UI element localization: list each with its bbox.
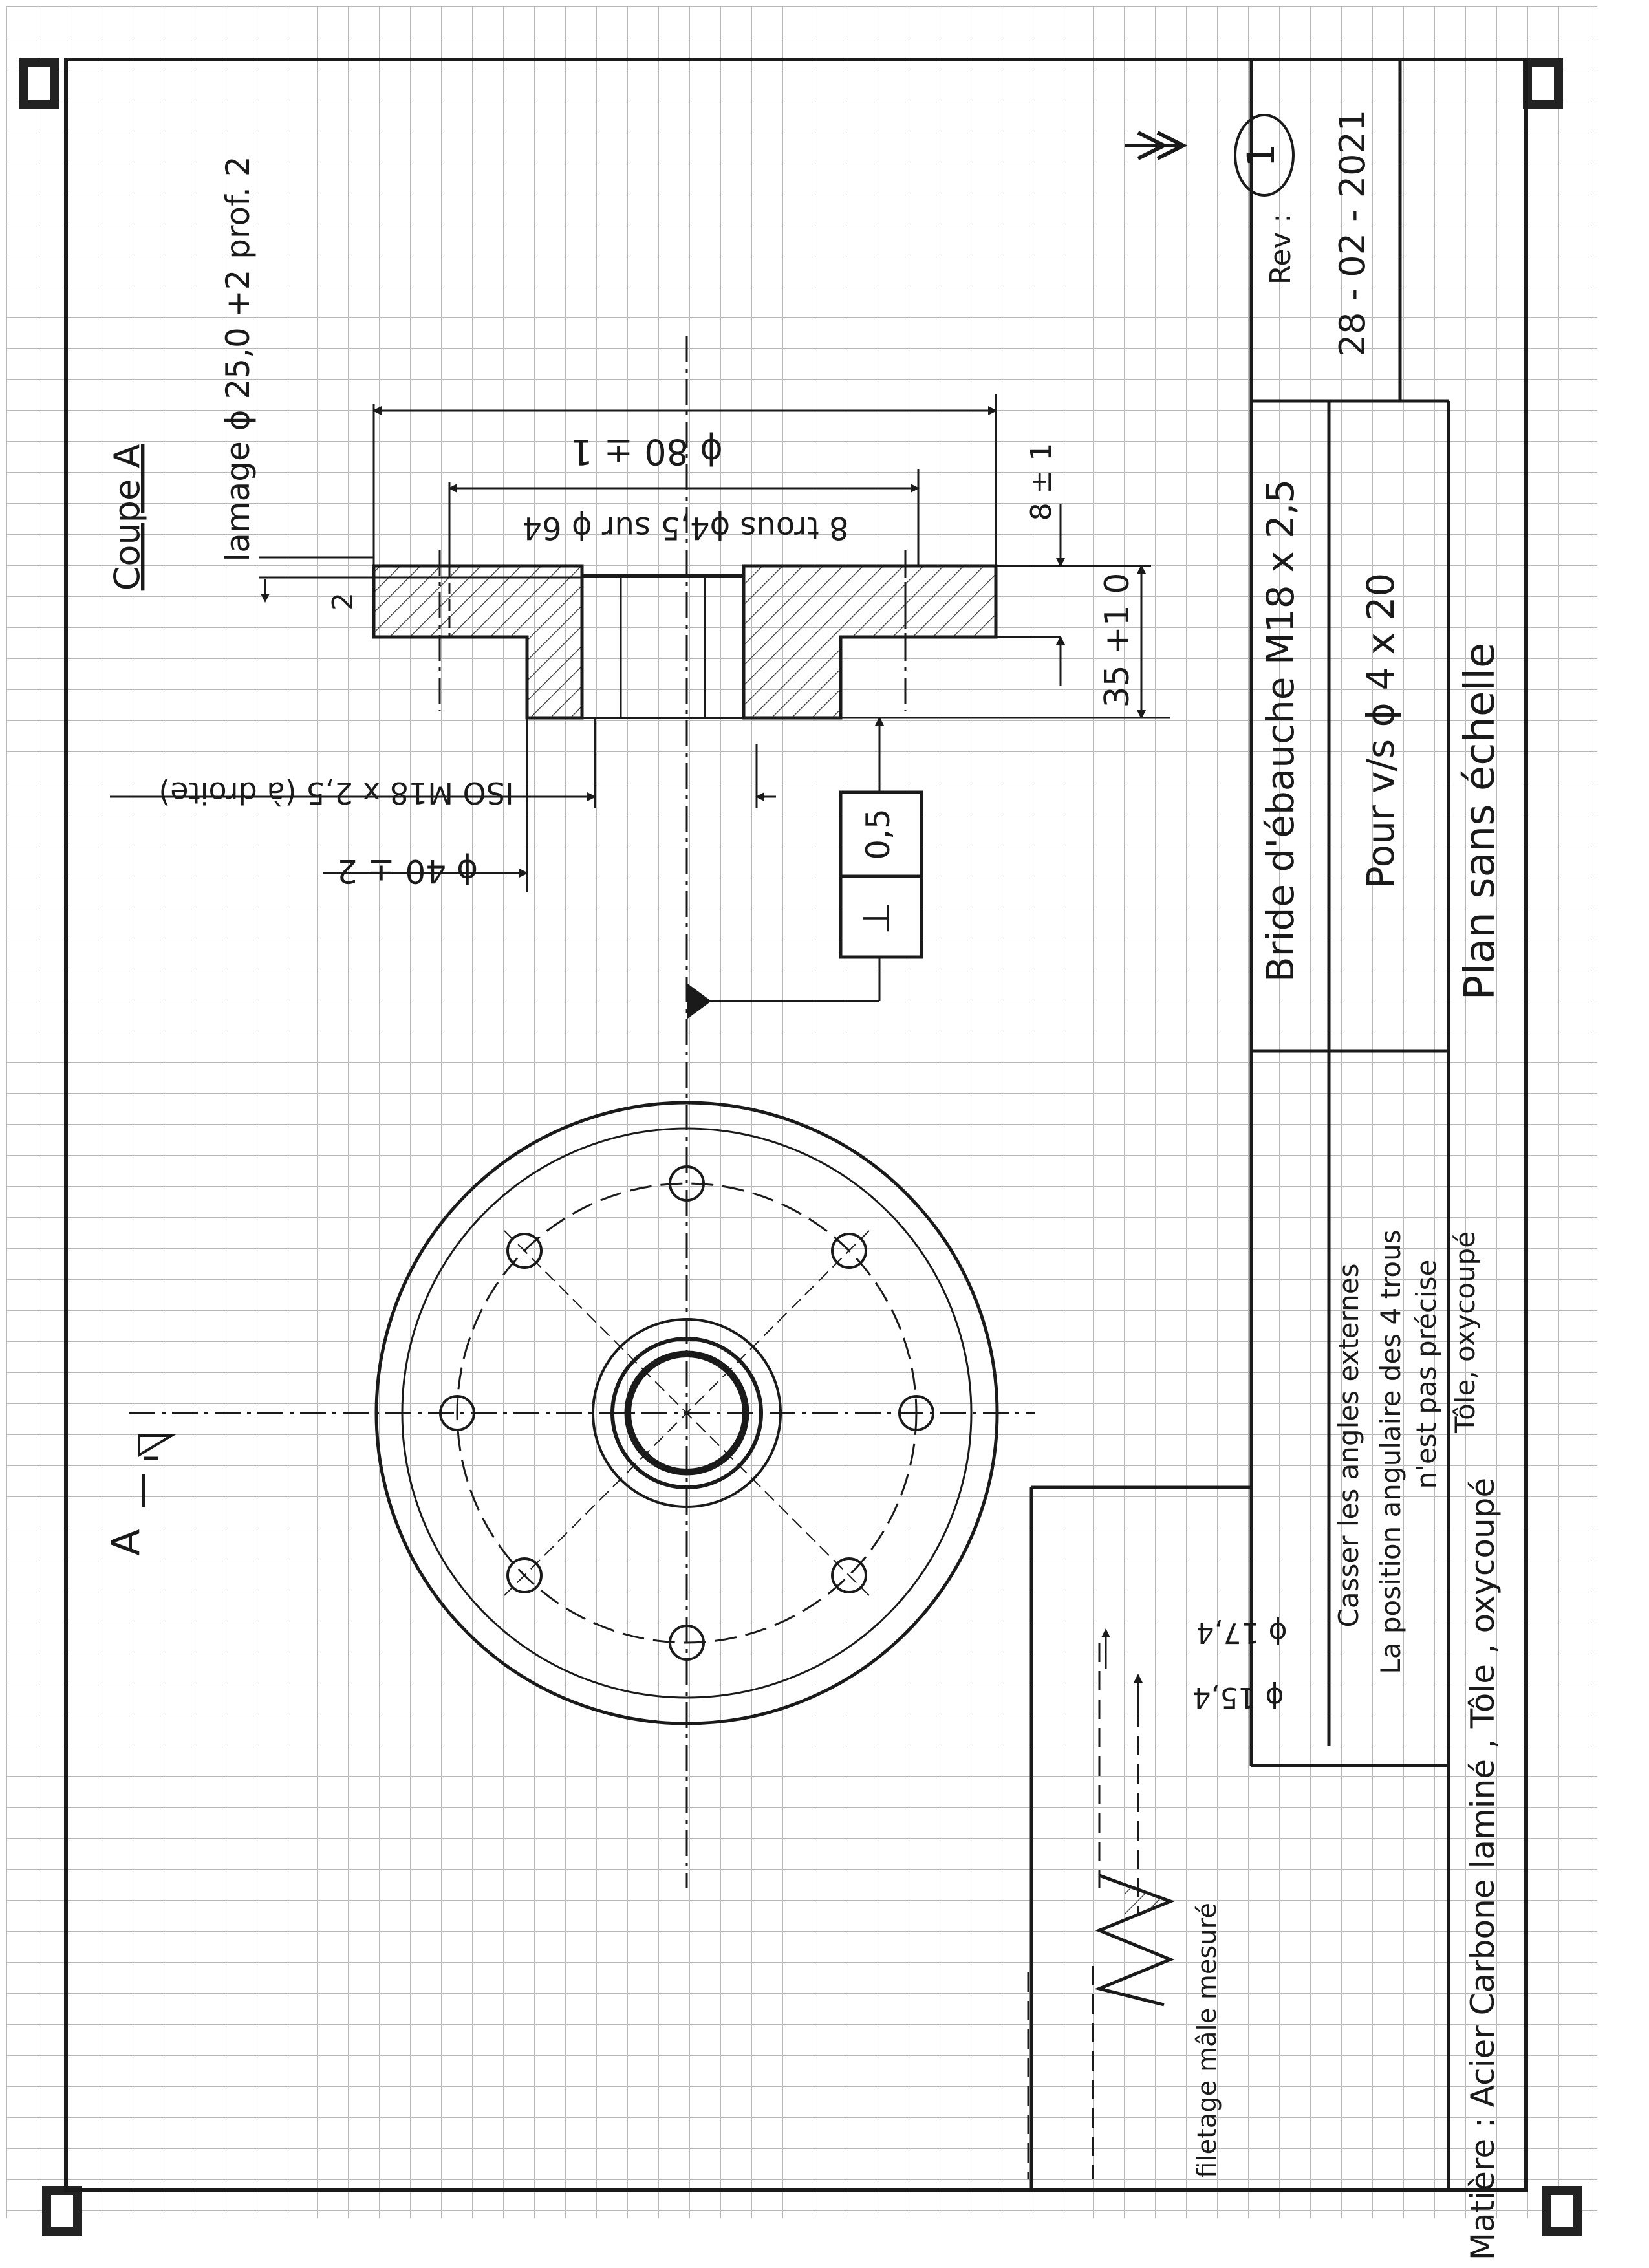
dimension-lines xyxy=(110,394,1170,1002)
drawing-frame xyxy=(64,58,1528,2192)
center-lines xyxy=(129,336,1035,1888)
dim-thread: ISO M18 x 2,5 (à droite) xyxy=(158,775,513,810)
registration-mark-icon xyxy=(19,58,1582,2236)
note-3: n'est pas précise xyxy=(1410,1260,1442,1489)
dim-total-height: 35 +1 0 xyxy=(1098,573,1137,708)
notes: Casser les angles externes La position a… xyxy=(1333,1229,1481,1674)
revision-date: 28 - 02 - 2021 xyxy=(1332,109,1373,356)
section-marker: A xyxy=(103,1434,177,1556)
tolerance-frame: ⊥ 0,5 xyxy=(839,790,923,959)
note-2: La position angulaire des 4 trous xyxy=(1375,1229,1406,1674)
screws-note: Pour v/s ϕ 4 x 20 xyxy=(1359,573,1403,889)
dim-hub-diameter: ϕ 40 ± 2 xyxy=(337,852,478,890)
dim-thread-major: ϕ 15,4 xyxy=(1193,1681,1284,1714)
datum-triangle xyxy=(687,983,711,1019)
note-4: Tôle, oxycoupé xyxy=(1449,1231,1481,1434)
dim-thread-minor: ϕ 17,4 xyxy=(1196,1616,1288,1649)
scale-note: Plan sans échelle xyxy=(1456,643,1504,1000)
part-name: Bride d'ébauche M18 x 2,5 xyxy=(1258,479,1302,982)
bolt-circle xyxy=(456,1182,918,1644)
thread-profile xyxy=(1027,1628,1175,2179)
section-marker-label: A xyxy=(103,1529,149,1555)
dim-counterbore-depth: 2 xyxy=(327,592,360,610)
note-1: Casser les angles externes xyxy=(1333,1264,1364,1628)
plan-view xyxy=(374,1101,999,1725)
tolerance-symbol: ⊥ xyxy=(854,902,898,935)
graph-paper-grid xyxy=(6,6,1597,2218)
dim-outer-diameter: ϕ 80 ± 1 xyxy=(570,431,722,472)
section-view xyxy=(372,564,998,720)
revision-number: 1 xyxy=(1239,144,1283,167)
thread-label: filetage mâle mesuré xyxy=(1192,1903,1222,2178)
revision-label: Rev : xyxy=(1264,213,1297,285)
dim-flange-thickness: 8 ± 1 xyxy=(1025,443,1058,521)
tolerance-value: 0,5 xyxy=(859,808,897,860)
bolt-hole xyxy=(439,1165,934,1661)
dim-bolt-holes: 8 trous ϕ4,5 sur ϕ 64 xyxy=(522,510,848,546)
section-label: Coupe A xyxy=(107,444,147,591)
material-note: Matière : Acier Carbone laminé , Tôle , … xyxy=(1464,1478,1502,2260)
outer-circle xyxy=(374,1101,999,1725)
double-arrow-icon xyxy=(1125,131,1188,160)
counterbore-note: lamage ϕ 25,0 +2 prof. 2 xyxy=(219,156,257,561)
title-block xyxy=(1029,58,1450,2190)
